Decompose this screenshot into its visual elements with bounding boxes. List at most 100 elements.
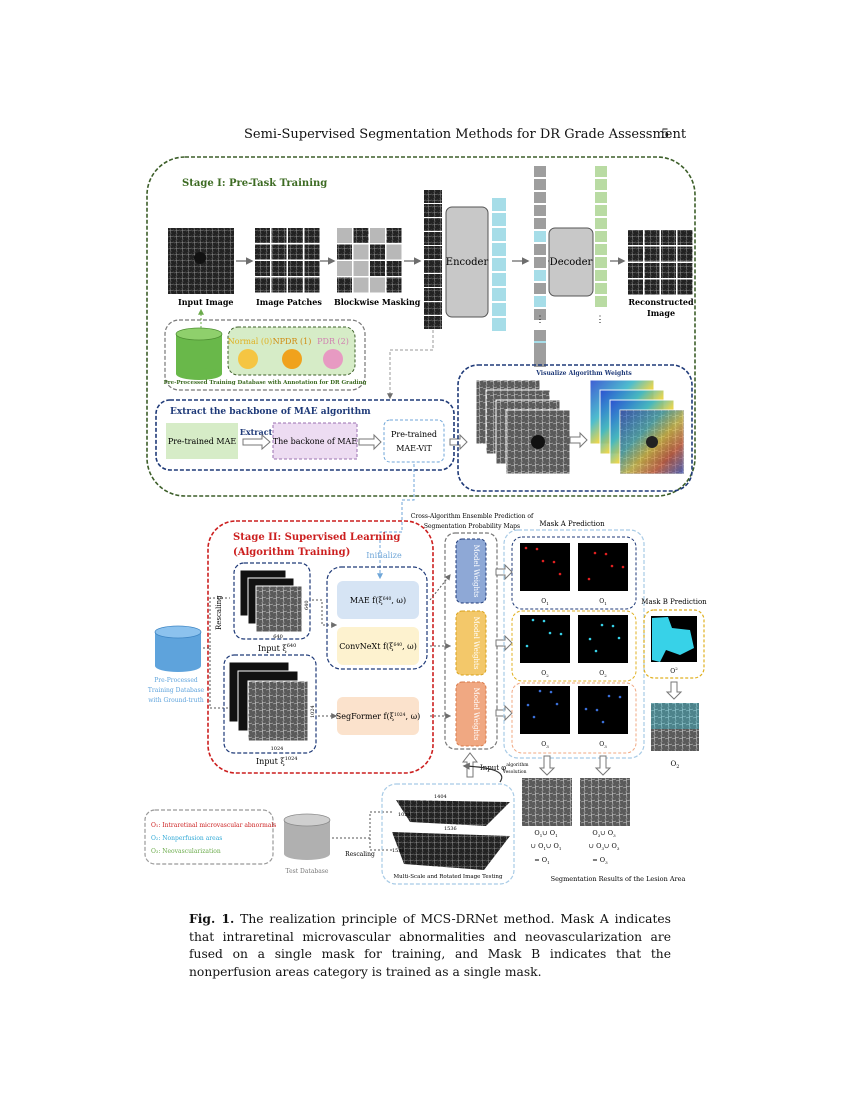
grade-normal-dot bbox=[238, 349, 258, 369]
mixed-token bbox=[534, 257, 546, 268]
patch-tile bbox=[271, 244, 287, 260]
mask-tile bbox=[370, 277, 385, 293]
mask-a-image bbox=[578, 543, 628, 591]
optic-disc bbox=[194, 252, 206, 264]
recon-tile bbox=[677, 246, 693, 262]
lesion-dot bbox=[595, 708, 599, 712]
mae-vit-label-1: Pre-trained bbox=[391, 430, 437, 439]
mask-a-label: Mask A Prediction bbox=[539, 520, 605, 528]
mask-tile bbox=[386, 244, 402, 260]
stage1-title: Stage I: Pre-Task Training bbox=[182, 178, 327, 189]
gt-db-label-1: Pre-Processed bbox=[154, 677, 198, 684]
stack-tile bbox=[424, 190, 442, 203]
mixed-token bbox=[534, 296, 546, 307]
arrow-visualize-heatmap bbox=[569, 431, 588, 449]
recon-tile bbox=[644, 279, 660, 295]
input-1024-label: Input ξ1024 bbox=[256, 756, 297, 766]
decoder-feature-bar bbox=[595, 166, 607, 307]
image-patches-label: Image Patches bbox=[256, 297, 322, 307]
mask-tile bbox=[386, 228, 402, 243]
eq3-line1: O3∪ O3 bbox=[592, 829, 616, 838]
blue-token bbox=[492, 228, 506, 241]
stack-tile bbox=[424, 288, 442, 301]
grade-npdr-label: NPDR (1) bbox=[273, 337, 312, 346]
size-640-side: 640 bbox=[304, 600, 310, 610]
blue-token bbox=[492, 243, 506, 256]
input-1024-stack bbox=[228, 661, 309, 742]
model-weights-yellow-label: Model Weights bbox=[472, 617, 480, 670]
running-title: Semi-Supervised Segmentation Methods for… bbox=[244, 127, 687, 142]
green-token bbox=[595, 192, 607, 203]
multiscale-frame bbox=[381, 783, 515, 885]
lesion-dot bbox=[541, 559, 545, 563]
page-number: 5 bbox=[661, 127, 670, 142]
database-caption: Pre-Processed Training Database with Ann… bbox=[164, 380, 367, 386]
green-token bbox=[595, 283, 607, 294]
mixed-token bbox=[534, 356, 546, 367]
grade-pdr-label: PDR (2) bbox=[317, 337, 349, 346]
mask-a-caption: O1 bbox=[599, 598, 606, 606]
patch-tile bbox=[304, 244, 320, 260]
patch-tile bbox=[271, 228, 287, 243]
database-frame bbox=[164, 319, 366, 391]
recon-tile bbox=[644, 246, 660, 262]
model-weights-blue-label: Model Weights bbox=[472, 545, 480, 598]
lesion-dot bbox=[617, 636, 621, 640]
green-ellipsis: ⋮ bbox=[596, 315, 605, 325]
recon-tile bbox=[644, 230, 660, 245]
row-blue-frame bbox=[511, 682, 637, 754]
mask-a-caption: O1 bbox=[541, 598, 548, 606]
recon-tile bbox=[677, 279, 693, 295]
recon-tile bbox=[628, 279, 643, 295]
input-640-label: Input ξ640 bbox=[258, 643, 296, 653]
reconstructed-label-2: Image bbox=[647, 308, 675, 318]
ms-1536a: 1536 bbox=[444, 826, 457, 832]
lesion-dot bbox=[593, 551, 597, 555]
grade-pdr-dot bbox=[323, 349, 343, 369]
mask-tile bbox=[337, 277, 352, 293]
mae-box bbox=[337, 581, 419, 619]
lesion-dot bbox=[552, 560, 556, 564]
recon-tile bbox=[661, 230, 676, 245]
extract-arrow bbox=[242, 433, 271, 451]
lesion-o1-image bbox=[522, 778, 572, 826]
route-640-models bbox=[312, 599, 338, 628]
mask-a-caption: O3 bbox=[599, 741, 607, 749]
blockwise-masking bbox=[337, 228, 402, 293]
mixed-token bbox=[534, 218, 546, 229]
mask-a-image bbox=[520, 543, 570, 591]
backbone-box-label: The backone of MAE bbox=[273, 437, 358, 446]
patch-tile bbox=[288, 244, 303, 260]
figure-caption: Fig. 1. The realization principle of MCS… bbox=[189, 910, 671, 981]
rescaling-test-label: Rescaling bbox=[345, 851, 375, 858]
mask-tile bbox=[370, 228, 385, 243]
decoder-label: Decoder bbox=[550, 257, 593, 268]
o2-result-image bbox=[651, 703, 699, 751]
mask-tile bbox=[337, 261, 352, 276]
green-token bbox=[595, 179, 607, 190]
eq1-line3: = O1 bbox=[534, 856, 549, 865]
mask-a-caption: O2 bbox=[541, 670, 549, 678]
lesion-dot bbox=[618, 695, 622, 699]
mask-a-frame bbox=[503, 529, 645, 759]
mae-vit-box bbox=[383, 419, 445, 463]
mask-tile bbox=[337, 244, 352, 260]
legend-o3: O₃: Neovascularization bbox=[151, 848, 221, 855]
lesion-dot bbox=[535, 547, 539, 551]
recon-tile bbox=[628, 230, 643, 245]
patch-tile bbox=[255, 261, 270, 276]
lesion-dot bbox=[542, 619, 546, 623]
test-db-icon bbox=[283, 813, 331, 860]
encoder-feature-bar bbox=[492, 198, 506, 331]
rescaling-label: Rescaling bbox=[215, 595, 223, 630]
segformer-model-label: SegFormer f(ξ1024, ω) bbox=[336, 712, 420, 721]
mask-tile bbox=[370, 261, 385, 276]
eq1-line2: ∪ O1∪ O1 bbox=[531, 842, 562, 851]
lesion-dot bbox=[611, 624, 615, 628]
mixed-token bbox=[534, 283, 546, 294]
visualize-frame bbox=[457, 364, 693, 492]
arrow-results-1 bbox=[538, 755, 556, 776]
lesion-equations: O1∪ O1 ∪ O1∪ O1 = O1 O3∪ O3 ∪ O3∪ O3 = O… bbox=[531, 829, 620, 865]
blue-token bbox=[492, 213, 506, 226]
stack-tile bbox=[424, 246, 442, 259]
